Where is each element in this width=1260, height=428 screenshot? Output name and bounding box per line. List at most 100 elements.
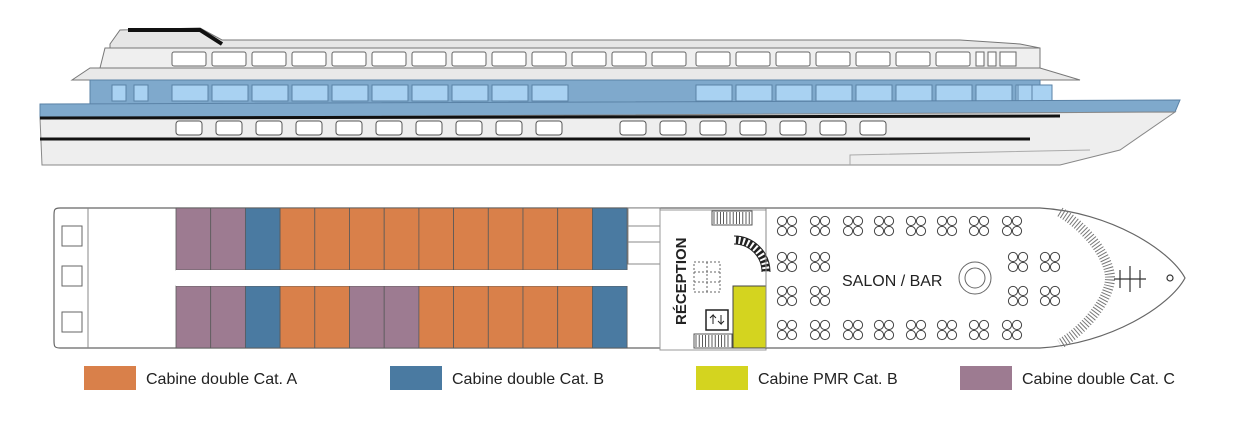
window [735, 51, 771, 67]
legend-item-pmr-b: Cabine PMR Cat. B [696, 366, 898, 390]
lounge-table-icon [1007, 285, 1029, 307]
lounge-table-icon [842, 215, 864, 237]
window [251, 51, 287, 67]
cabin-cat-a [279, 285, 316, 349]
cabin-cat-a [453, 285, 489, 349]
window [133, 84, 149, 102]
lounge-table-icon [809, 251, 831, 273]
cabin-cat-b [244, 207, 281, 271]
lounge-table-icon [776, 215, 798, 237]
window [171, 51, 207, 67]
legend-label: Cabine double Cat. B [452, 371, 604, 388]
window [987, 51, 997, 67]
window [211, 84, 249, 102]
lounge-table-icon [1039, 251, 1061, 273]
lounge-table-icon [809, 319, 831, 341]
window [775, 51, 811, 67]
window [211, 51, 247, 67]
porthole [295, 120, 323, 136]
legend-swatch [696, 366, 748, 390]
lounge-table-icon [776, 319, 798, 341]
cabin-cat-c [175, 207, 212, 271]
porthole [375, 120, 403, 136]
window [695, 51, 731, 67]
stairs-icon [693, 333, 733, 349]
cabin-cat-c [349, 285, 385, 349]
lounge-table-icon [905, 215, 927, 237]
legend-swatch [84, 366, 136, 390]
window [491, 84, 529, 102]
window [331, 51, 367, 67]
porthole [739, 120, 767, 136]
cabin-cat-a [453, 207, 489, 271]
window [531, 51, 567, 67]
window [775, 84, 813, 102]
bow-deck [1057, 207, 1116, 349]
porthole [619, 120, 647, 136]
lounge-table-icon [1007, 251, 1029, 273]
lounge-table-icon [842, 319, 864, 341]
porthole [779, 120, 807, 136]
window [895, 84, 933, 102]
porthole [175, 120, 203, 136]
lounge-table-icon [968, 319, 990, 341]
window [411, 51, 447, 67]
porthole [699, 120, 727, 136]
cabin-cat-a [314, 285, 350, 349]
window [371, 84, 409, 102]
legend-item-cat-b: Cabine double Cat. B [390, 366, 604, 390]
lounge-table-icon [936, 319, 958, 341]
window [935, 51, 971, 67]
lounge-table-icon [809, 285, 831, 307]
corridor [176, 270, 628, 286]
porthole [455, 120, 483, 136]
window [451, 51, 487, 67]
window [1017, 84, 1033, 102]
cabin-cat-c [175, 285, 212, 349]
window [855, 84, 893, 102]
cabin-pmr-cat-b [732, 285, 767, 349]
window [411, 84, 449, 102]
window [611, 51, 647, 67]
cabin-cat-a [522, 207, 559, 271]
porthole [495, 120, 523, 136]
service-room [627, 207, 661, 265]
cabin-cat-a [557, 285, 593, 349]
reception-label: RÉCEPTION [673, 237, 690, 325]
cabin-cat-c [383, 285, 420, 349]
window [571, 51, 607, 67]
anchor-winch-icon [1114, 266, 1174, 292]
cabin-cat-a [557, 207, 593, 271]
window [491, 51, 527, 67]
elevator-icon [705, 309, 729, 331]
reception-desk [693, 261, 721, 293]
cabin-cat-a [349, 207, 385, 271]
cabin-cat-a [383, 207, 420, 271]
lounge-table-icon [809, 215, 831, 237]
cabin-cat-c [210, 285, 246, 349]
legend-item-cat-a: Cabine double Cat. A [84, 366, 298, 390]
window [111, 84, 127, 102]
window [695, 84, 733, 102]
porthole [819, 120, 847, 136]
lounge-table-icon [1001, 215, 1023, 237]
window [975, 51, 985, 67]
porthole [335, 120, 363, 136]
window [735, 84, 773, 102]
window [935, 84, 973, 102]
legend-label: Cabine double Cat. A [146, 371, 298, 388]
lounge-table-icon [776, 251, 798, 273]
stern-fixture [61, 225, 83, 247]
legend-swatch [960, 366, 1012, 390]
cabin-row-port [175, 207, 628, 271]
legend-item-cat-c: Cabine double Cat. C [960, 366, 1175, 390]
cabin-cat-a [279, 207, 316, 271]
cabin-cat-a [418, 285, 454, 349]
window [171, 84, 209, 102]
cabin-cat-b [592, 285, 628, 349]
cabin-cat-a [418, 207, 454, 271]
window [855, 51, 891, 67]
window [371, 51, 407, 67]
lounge-table-icon [776, 285, 798, 307]
